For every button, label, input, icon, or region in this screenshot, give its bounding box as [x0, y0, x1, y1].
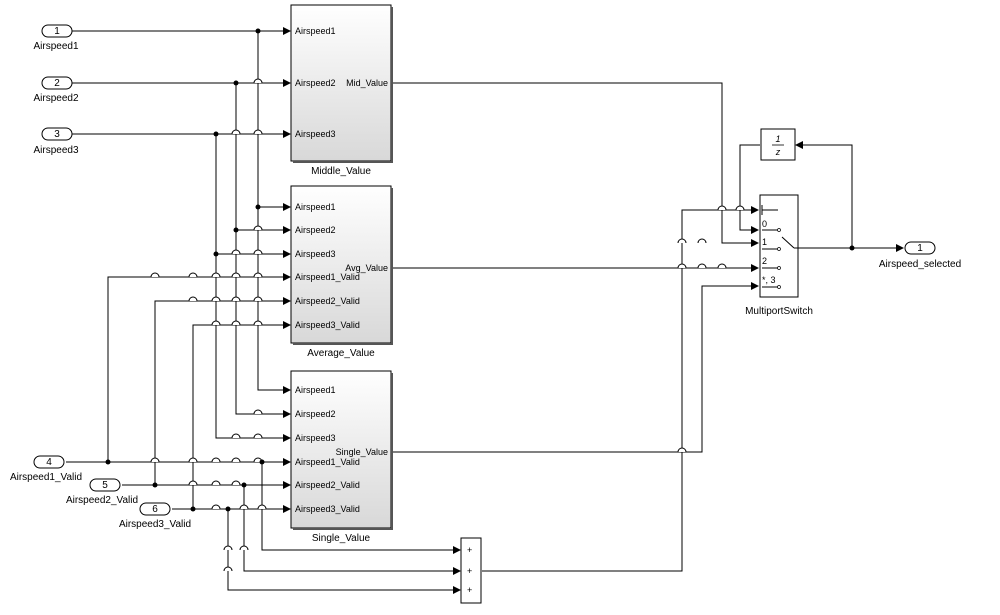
svg-text:4: 4	[46, 457, 52, 468]
outport-1-label: Airspeed_selected	[879, 259, 961, 270]
inport-5-label: Airspeed2_Valid	[66, 495, 138, 506]
svg-text:z: z	[775, 147, 781, 157]
svg-text:1: 1	[775, 134, 780, 144]
svg-text:0: 0	[762, 219, 767, 229]
inport-1-label: Airspeed1	[33, 41, 78, 52]
svg-text:Airspeed1: Airspeed1	[295, 202, 336, 212]
inport-4[interactable]: 4 Airspeed1_Valid	[10, 455, 82, 483]
middle-value-block[interactable]: Airspeed1 Airspeed2 Airspeed3 Mid_Value …	[290, 4, 393, 177]
middle-value-name: Middle_Value	[311, 166, 371, 177]
svg-text:Airspeed2: Airspeed2	[295, 409, 336, 419]
outport-1[interactable]: 1 Airspeed_selected	[879, 241, 961, 270]
multiport-switch-block[interactable]: 0 1 2 *, 3 MultiportSwitch	[745, 194, 813, 317]
inport-3-label: Airspeed3	[33, 145, 78, 156]
svg-text:Airspeed2_Valid: Airspeed2_Valid	[295, 480, 360, 490]
svg-text:1: 1	[54, 26, 60, 37]
branch-points	[105, 28, 855, 512]
svg-text:Airspeed2: Airspeed2	[295, 225, 336, 235]
inport-5[interactable]: 5 Airspeed2_Valid	[66, 478, 138, 506]
single-value-block[interactable]: Airspeed1 Airspeed2 Airspeed3 Airspeed1_…	[290, 370, 393, 544]
svg-text:2: 2	[762, 256, 767, 266]
svg-text:Airspeed3: Airspeed3	[295, 433, 336, 443]
svg-text:Single_Value: Single_Value	[336, 447, 388, 457]
svg-text:Airspeed3_Valid: Airspeed3_Valid	[295, 504, 360, 514]
inport-3[interactable]: 3 Airspeed3	[33, 127, 79, 156]
inport-4-label: Airspeed1_Valid	[10, 472, 82, 483]
svg-text:Airspeed1_Valid: Airspeed1_Valid	[295, 272, 360, 282]
svg-text:3: 3	[54, 129, 60, 140]
sum-block[interactable]: + + +	[460, 537, 482, 604]
inport-1[interactable]: 1 Airspeed1	[33, 24, 79, 52]
svg-text:Airspeed1_Valid: Airspeed1_Valid	[295, 457, 360, 467]
svg-text:+: +	[467, 585, 472, 595]
svg-text:Airspeed2: Airspeed2	[295, 78, 336, 88]
svg-text:2: 2	[54, 78, 60, 89]
svg-text:6: 6	[152, 504, 158, 515]
svg-text:Airspeed1: Airspeed1	[295, 26, 336, 36]
svg-text:Airspeed3: Airspeed3	[295, 249, 336, 259]
svg-text:+: +	[467, 566, 472, 576]
inport-6-label: Airspeed3_Valid	[119, 519, 191, 530]
inport-2[interactable]: 2 Airspeed2	[33, 76, 79, 104]
inport-6[interactable]: 6 Airspeed3_Valid	[119, 502, 191, 530]
svg-text:*, 3: *, 3	[762, 275, 776, 285]
svg-text:Mid_Value: Mid_Value	[346, 78, 388, 88]
unit-delay-block[interactable]: 1 z	[760, 128, 796, 161]
line-crossings	[150, 78, 745, 572]
svg-text:1: 1	[762, 237, 767, 247]
svg-text:5: 5	[102, 480, 108, 491]
single-value-name: Single_Value	[312, 533, 371, 544]
svg-text:Airspeed2_Valid: Airspeed2_Valid	[295, 296, 360, 306]
svg-text:Avg_Value: Avg_Value	[345, 263, 388, 273]
inport-2-label: Airspeed2	[33, 93, 78, 104]
svg-text:Airspeed3: Airspeed3	[295, 129, 336, 139]
svg-text:Airspeed3_Valid: Airspeed3_Valid	[295, 320, 360, 330]
svg-text:1: 1	[917, 243, 923, 254]
svg-text:+: +	[467, 545, 472, 555]
average-value-block[interactable]: Airspeed1 Airspeed2 Airspeed3 Airspeed1_…	[290, 185, 393, 359]
multiport-switch-name: MultiportSwitch	[745, 306, 813, 317]
average-value-name: Average_Value	[307, 348, 375, 359]
svg-text:Airspeed1: Airspeed1	[295, 385, 336, 395]
